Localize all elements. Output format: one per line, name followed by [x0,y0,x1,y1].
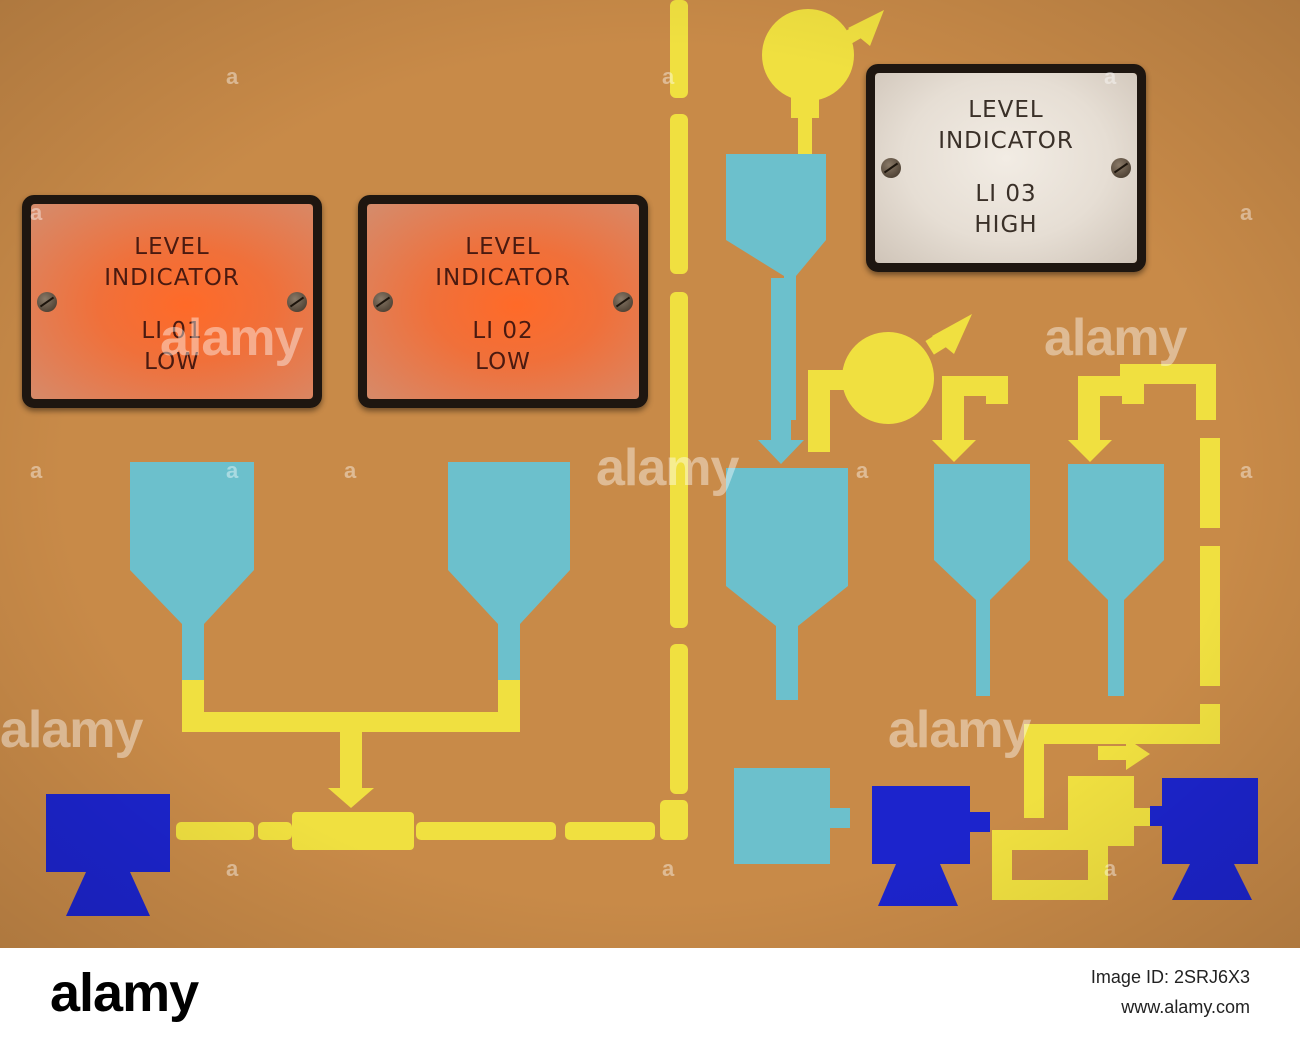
watermark: alamy [160,309,303,367]
watermark-mark: a [1104,64,1117,89]
watermark: alamy [596,439,739,497]
footer-info: Image ID: 2SRJ6X3 www.alamy.com [1091,962,1250,1022]
watermark-mark: a [662,64,675,89]
screw-icon [1111,158,1131,178]
watermark: alamy [0,701,143,759]
screw-icon [881,158,901,178]
site-url: www.alamy.com [1121,997,1250,1017]
lamp-face [367,204,639,399]
watermark-mark: a [1104,856,1117,881]
lamp-face [31,204,313,399]
watermark-mark: a [344,458,357,483]
watermark: alamy [1044,309,1187,367]
screw-icon [37,291,57,312]
lamp-face [875,73,1137,263]
footer-logo: alamy [50,963,199,1023]
watermark-mark: a [30,200,43,225]
watermark-mark: a [1240,200,1253,225]
watermark: alamy [888,701,1031,759]
stock-footer: alamy Image ID: 2SRJ6X3 www.alamy.com [0,948,1300,1038]
watermark-mark: a [1240,458,1253,483]
watermark-mark: a [856,458,869,483]
watermark-mark: a [226,64,239,89]
screw-icon [287,291,307,312]
image-id: Image ID: 2SRJ6X3 [1090,967,1250,987]
watermark-mark: a [30,458,43,483]
watermark-mark: a [226,856,239,881]
watermark-mark: a [662,856,675,881]
watermark-mark: a [226,458,239,483]
screw-icon [613,291,633,312]
screw-icon [373,291,393,312]
